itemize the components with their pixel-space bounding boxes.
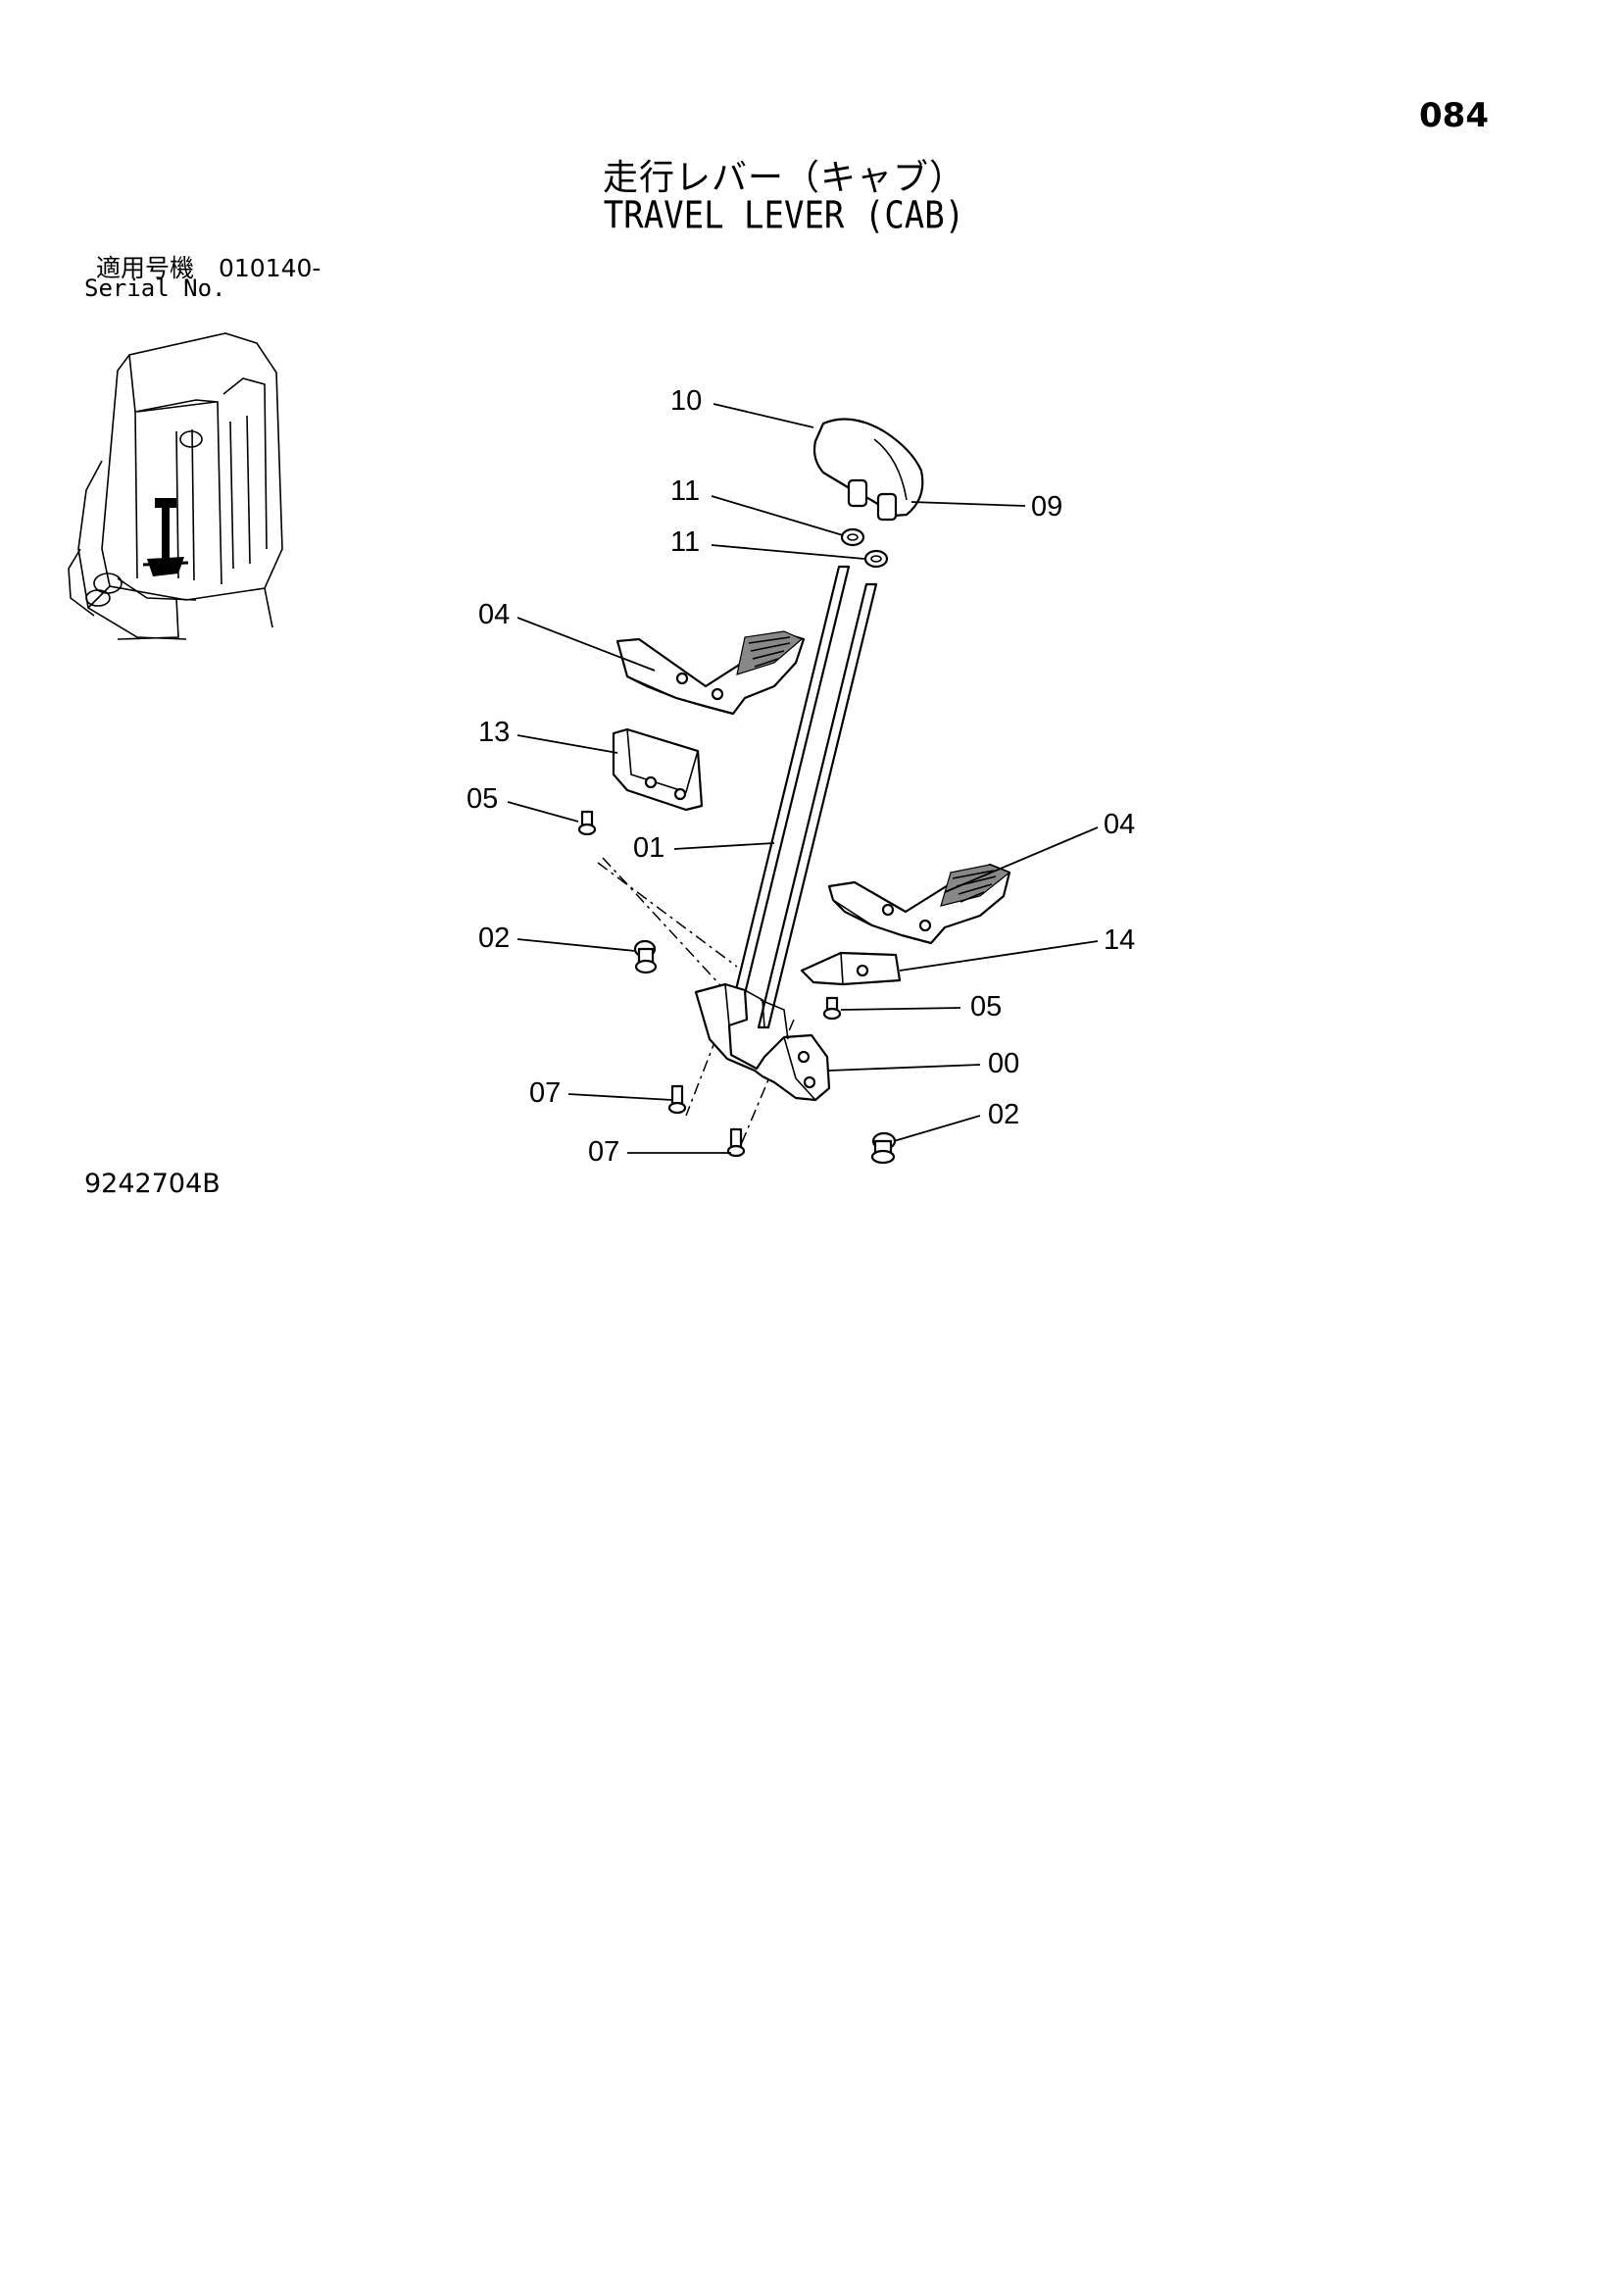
callout-label: 10 [670,385,702,417]
grip-part-10-09 [812,418,924,522]
drawing-number: 9242704B [84,1169,221,1199]
nut-upper-part-02 [633,939,658,974]
highlighted-lever-icon [162,502,170,563]
bracket-part-13 [612,727,704,812]
bracket-part-14 [800,951,902,986]
callout-label: 02 [478,923,510,954]
page-number: 084 [1419,96,1489,135]
nuts-part-11 [840,527,889,569]
lever-rods-part-01 [729,565,878,1029]
callout-label: 13 [478,717,510,748]
callout-label: 05 [467,783,498,815]
callout-label: 09 [1031,491,1062,523]
callout-label: 11 [670,475,700,507]
page-title-english: TRAVEL LEVER (CAB) [603,193,965,238]
callout-label: 05 [970,991,1002,1023]
pedal-upper-part-04 [615,630,806,716]
callout-label: 02 [988,1099,1019,1130]
bolt-lower-part-05 [822,996,842,1021]
bolt-upper-part-07 [667,1084,687,1115]
callout-label: 07 [588,1136,619,1168]
cab-location-thumbnail [68,332,283,640]
callout-label: 07 [529,1077,561,1109]
callout-label: 11 [670,526,700,558]
callout-label: 04 [478,599,510,630]
callout-label: 00 [988,1048,1019,1079]
serial-label-japanese: 適用号機 010140- [96,254,321,282]
nut-lower-part-02 [870,1131,897,1165]
page-title-japanese: 走行レバー（キャブ） [602,158,965,198]
base-bracket-part-00 [694,982,831,1102]
callout-label: 04 [1104,809,1135,840]
bolt-lower-part-07 [726,1127,746,1158]
callout-label: 14 [1104,924,1135,956]
bolt-upper-part-05 [577,810,597,836]
serial-label-english: Serial No. [84,275,226,302]
callout-label: 01 [633,832,664,864]
